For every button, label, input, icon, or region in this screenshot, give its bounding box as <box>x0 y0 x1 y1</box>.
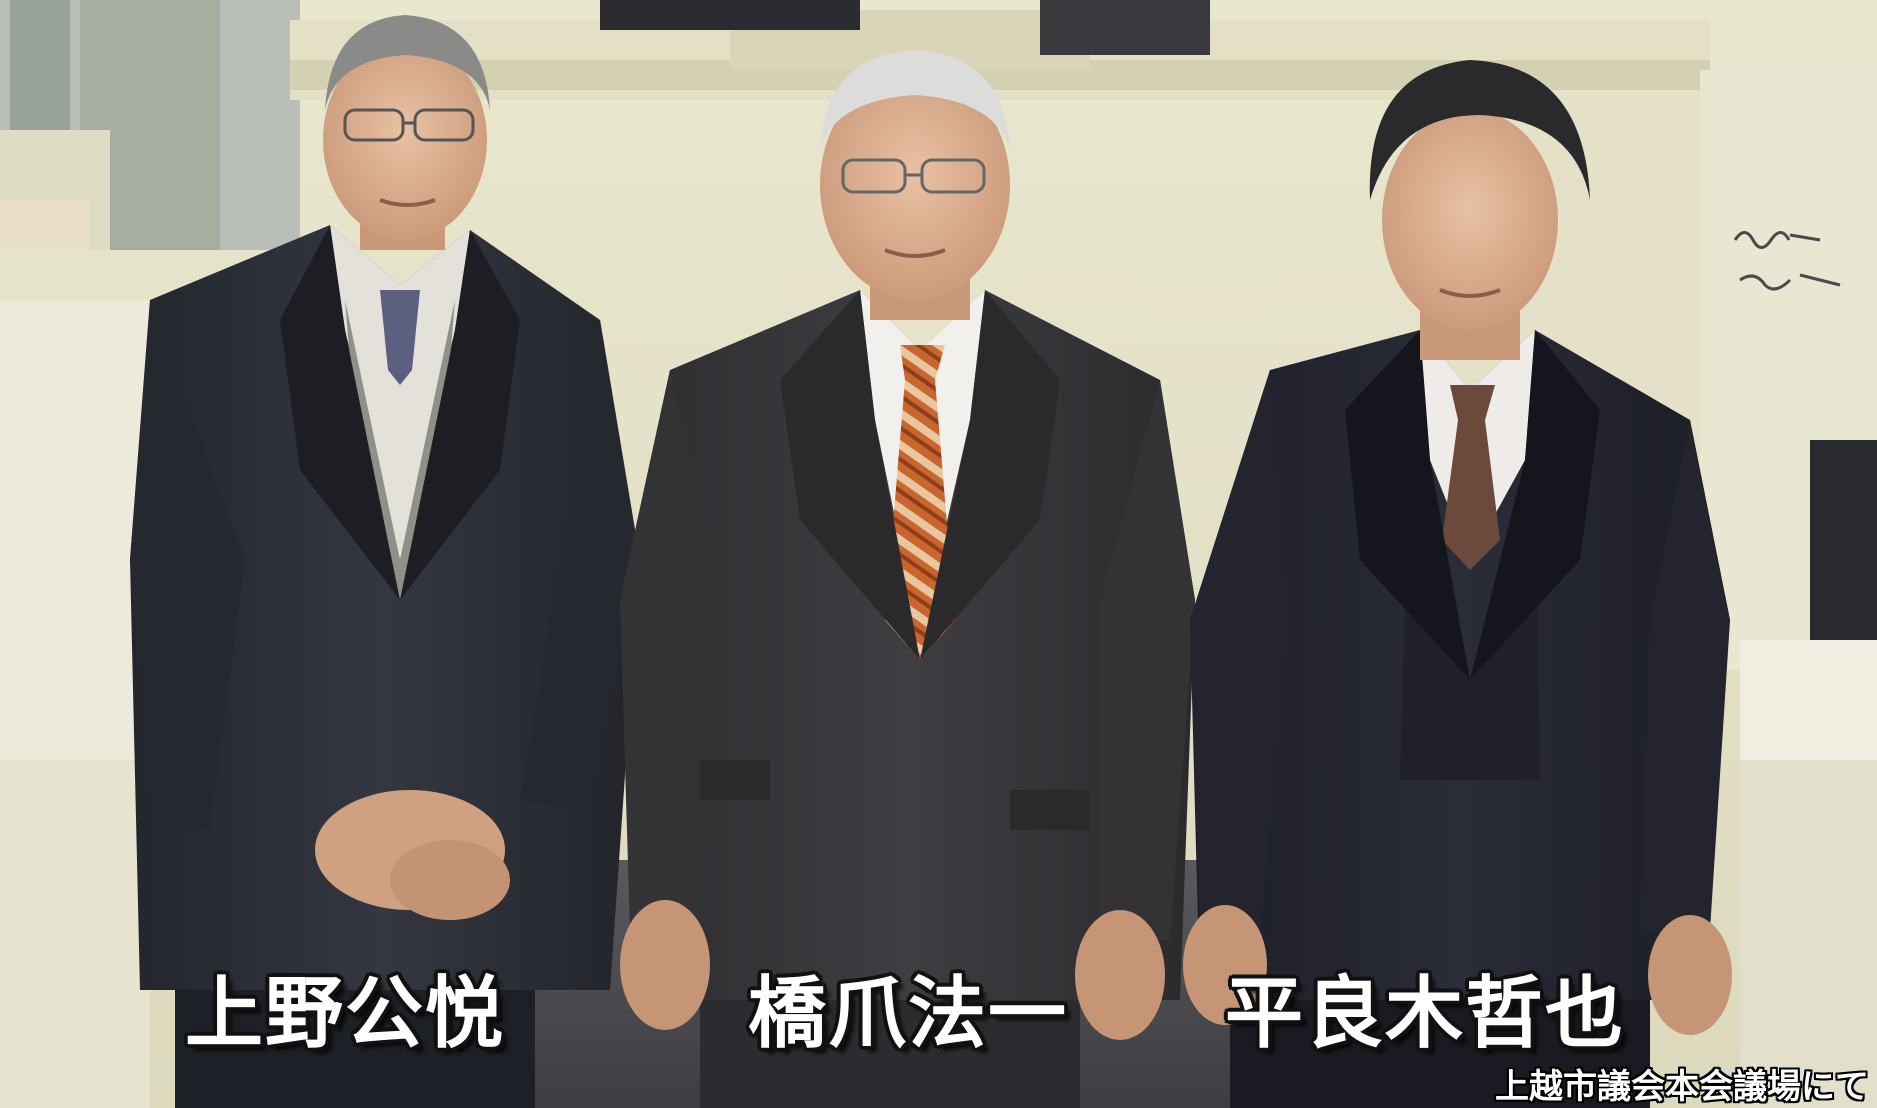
person-center <box>620 50 1195 1108</box>
person-left <box>130 15 640 1108</box>
name-label-left: 上野公悦 <box>185 968 506 1059</box>
name-label-right: 平良木哲也 <box>1225 968 1626 1059</box>
name-label-center: 橋爪法一 <box>748 968 1069 1059</box>
location-caption: 上越市議会本会議場にて <box>1495 1067 1869 1107</box>
person-right <box>1183 60 1732 1108</box>
